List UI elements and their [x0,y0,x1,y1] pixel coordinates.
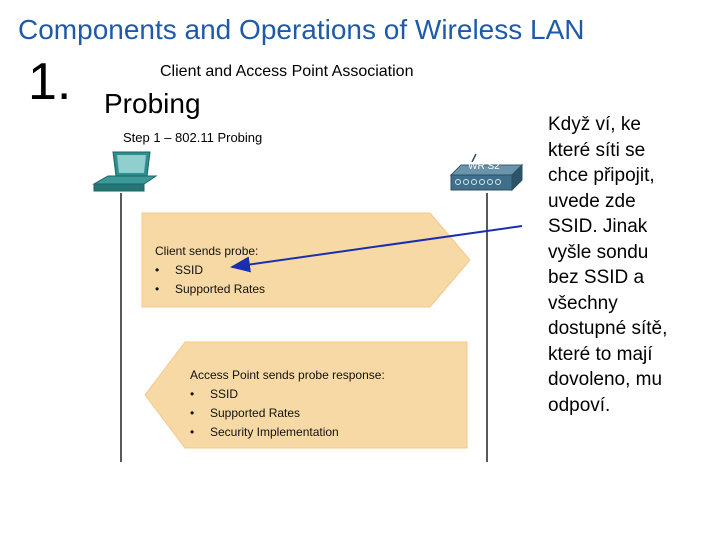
ap-response-text: Access Point sends probe response: SSID … [190,366,385,442]
list-item: Security Implementation [190,423,385,442]
note-line: SSID. Jinak [548,216,648,237]
list-item: Supported Rates [155,280,265,299]
diagram-subtitle: Step 1 – 802.11 Probing [123,130,263,145]
ap-response-heading: Access Point sends probe response: [190,368,385,382]
note-line: bez SSID a [548,267,645,288]
note-line: uvede zde [548,190,636,212]
access-point-icon: WR S2 [449,153,524,192]
note-line: dovoleno, mu [548,369,663,390]
diagram-title: Client and Access Point Association [160,63,414,80]
note-line: chce připojit, [548,165,655,186]
note-line: které síti se [548,139,646,161]
side-note: Když ví, ke které síti se chce připojit,… [548,112,708,418]
laptop-icon [92,151,158,192]
list-item: SSID [190,385,385,404]
note-line: Když ví, ke [548,114,641,135]
step-name: Probing [104,88,201,119]
list-item: SSID [155,261,265,280]
list-item: Supported Rates [190,404,385,423]
access-point-label: WR S2 [468,161,500,172]
step-number: 1. [28,53,72,111]
client-probe-heading: Client sends probe: [155,244,259,258]
note-line: dostupné sítě, [548,318,668,339]
note-line: odpoví. [548,394,611,416]
ssid-pointer-arrow [230,225,523,273]
note-line: které to mají [548,343,653,365]
slide-title: Components and Operations of Wireless LA… [18,14,585,45]
note-line: vyšle sondu [548,241,649,263]
note-line: všechny [548,292,618,314]
client-probe-text: Client sends probe: SSID Supported Rates [155,242,265,299]
